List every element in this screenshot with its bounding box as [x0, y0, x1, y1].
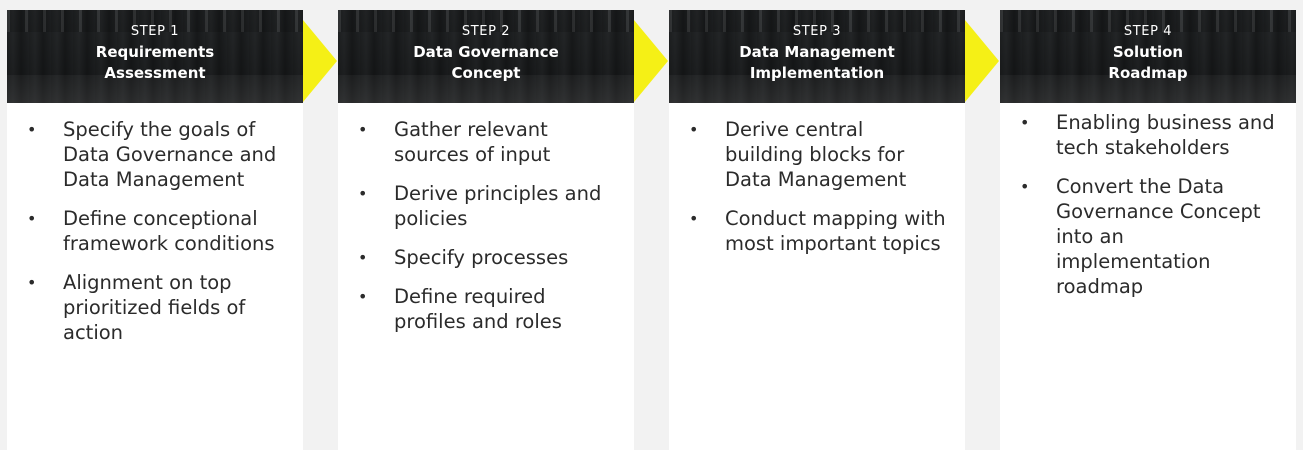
bullet-text: Conduct mapping with most important topi… [725, 207, 946, 255]
step-title: Data Management Implementation [669, 42, 965, 84]
step-title-line: Implementation [749, 64, 885, 82]
list-item: • Define required profiles and roles [338, 284, 634, 334]
bullet-icon: • [1020, 177, 1030, 196]
bullet-icon: • [27, 273, 37, 292]
bullet-text: Define conceptional framework conditions [63, 207, 275, 255]
bullet-icon: • [358, 287, 368, 306]
step-header: STEP 4 Solution Roadmap [1000, 10, 1296, 103]
step-card-1: STEP 1 Requirements Assessment • Specify … [7, 10, 303, 450]
bullet-text: Alignment on top prioritized fields of a… [63, 271, 246, 344]
bullet-icon: • [27, 120, 37, 139]
step-title-line: Concept [451, 64, 521, 82]
bullet-text: Enabling business and tech stakeholders [1056, 111, 1275, 159]
step-title-line: Data Management [739, 43, 895, 61]
list-item: • Enabling business and tech stakeholders [1000, 110, 1296, 160]
step-title-line: Solution [1112, 43, 1184, 61]
chevron-arrow-icon [634, 20, 668, 102]
step-header: STEP 1 Requirements Assessment [7, 10, 303, 103]
list-item: • Specify processes [338, 245, 634, 270]
step-header: STEP 2 Data Governance Concept [338, 10, 634, 103]
step-label: STEP 4 [1123, 24, 1173, 39]
list-item: • Conduct mapping with most important top… [669, 206, 965, 256]
list-item: • Specify the goals of Data Governance an… [7, 117, 303, 192]
bullet-text: Specify the goals of Data Governance and… [63, 118, 277, 191]
chevron-arrow-icon [303, 20, 337, 102]
list-item: • Derive central building blocks for Data… [669, 117, 965, 192]
list-item: • Gather relevant sources of input [338, 117, 634, 167]
bullet-text: Gather relevant sources of input [394, 118, 551, 166]
list-item: • Alignment on top prioritized fields of … [7, 270, 303, 345]
step-title-line: Requirements [95, 43, 215, 61]
chevron-arrow-icon [965, 20, 999, 102]
step-card-4: STEP 4 Solution Roadmap • Enabling busine… [1000, 10, 1296, 450]
bullet-icon: • [689, 120, 699, 139]
bullet-list: • Derive central building blocks for Data… [669, 117, 965, 270]
bullet-text: Derive principles and policies [394, 182, 602, 230]
bullet-text: Derive central building blocks for Data … [725, 118, 907, 191]
bullet-icon: • [27, 209, 37, 228]
step-title-line: Data Governance [413, 43, 559, 61]
bullet-text: Define required profiles and roles [394, 285, 562, 333]
step-header: STEP 3 Data Management Implementation [669, 10, 965, 103]
bullet-icon: • [358, 184, 368, 203]
list-item: • Derive principles and policies [338, 181, 634, 231]
list-item: • Define conceptional framework condition… [7, 206, 303, 256]
step-label: STEP 3 [792, 24, 842, 39]
bullet-list: • Gather relevant sources of input • Deriv… [338, 117, 634, 348]
step-title: Requirements Assessment [7, 42, 303, 84]
step-title-line: Roadmap [1108, 64, 1188, 82]
bullet-text: Specify processes [394, 246, 569, 269]
bullet-icon: • [1020, 113, 1030, 132]
bullet-icon: • [358, 248, 368, 267]
step-title-line: Assessment [104, 64, 206, 82]
bullet-list: • Specify the goals of Data Governance an… [7, 117, 303, 359]
list-item: • Convert the Data Governance Concept int… [1000, 174, 1296, 299]
bullet-icon: • [689, 209, 699, 228]
step-title: Data Governance Concept [338, 42, 634, 84]
step-title: Solution Roadmap [1000, 42, 1296, 84]
step-label: STEP 1 [130, 24, 180, 39]
step-card-2: STEP 2 Data Governance Concept • Gather r… [338, 10, 634, 450]
step-card-3: STEP 3 Data Management Implementation • D… [669, 10, 965, 450]
bullet-icon: • [358, 120, 368, 139]
bullet-list: • Enabling business and tech stakeholders… [1000, 110, 1296, 313]
bullet-text: Convert the Data Governance Concept into… [1056, 175, 1261, 298]
step-label: STEP 2 [461, 24, 511, 39]
